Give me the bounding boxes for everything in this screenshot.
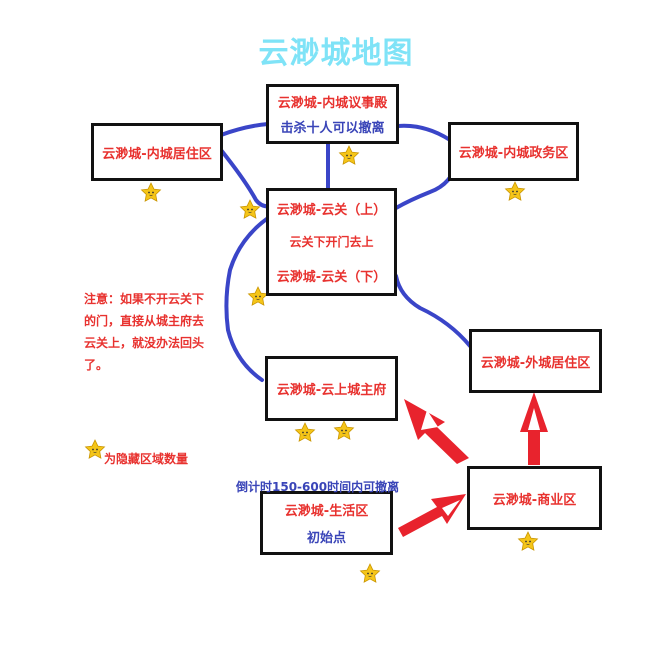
zone-inner-residential[interactable]: 云渺城-内城居住区 <box>91 123 223 181</box>
star-icon <box>339 145 359 165</box>
zone-cloud-mansion[interactable]: 云渺城-云上城主府 <box>265 356 398 421</box>
star-icon <box>505 181 525 201</box>
zone-cloud-pass-lower: 云渺城-云关（下） <box>276 270 387 286</box>
path-pass-to-mansion <box>224 216 270 382</box>
star-icon <box>518 531 538 551</box>
zone-cloud-pass[interactable]: 云渺城-云关（上） 云关下开门去上 云渺城-云关（下） <box>266 188 397 296</box>
zone-cloud-pass-middle: 云关下开门去上 <box>289 235 374 250</box>
countdown-note: 倒计时150-600时间内可撤离 <box>236 480 400 494</box>
star-icon <box>248 286 268 306</box>
zone-inner-residential-label: 云渺城-内城居住区 <box>102 146 212 162</box>
path-pass-to-outer <box>394 274 472 348</box>
zone-council-hall-note: 击杀十人可以撤离 <box>280 121 385 136</box>
path-hall-to-government <box>396 123 452 142</box>
star-icon <box>295 422 315 442</box>
zone-council-hall[interactable]: 云渺城-内城议事殿 击杀十人可以撤离 <box>266 84 399 144</box>
path-residential-to-hall <box>219 122 270 137</box>
zone-living[interactable]: 云渺城-生活区 初始点 <box>260 491 393 555</box>
star-icon <box>360 563 380 583</box>
arrow-living-to-commercial <box>398 494 466 537</box>
zone-living-label: 云渺城-生活区 <box>284 504 369 519</box>
zone-commercial[interactable]: 云渺城-商业区 <box>467 466 602 530</box>
zone-commercial-label: 云渺城-商业区 <box>492 492 577 508</box>
zone-inner-government[interactable]: 云渺城-内城政务区 <box>448 122 579 181</box>
zone-cloud-pass-upper: 云渺城-云关（上） <box>276 202 387 218</box>
map-title: 云渺城地图 <box>258 36 414 71</box>
zone-inner-government-label: 云渺城-内城政务区 <box>458 146 569 161</box>
zone-outer-residential[interactable]: 云渺城-外城居住区 <box>469 329 602 393</box>
arrow-commercial-to-mansion <box>404 399 469 464</box>
zone-outer-residential-label: 云渺城-外城居住区 <box>480 355 591 371</box>
zone-council-hall-label: 云渺城-内城议事殿 <box>277 96 388 111</box>
star-icon <box>141 182 161 202</box>
zone-cloud-mansion-label: 云渺城-云上城主府 <box>276 383 387 398</box>
path-residential-to-pass <box>219 148 274 209</box>
legend-label: 为隐藏区域数量 <box>104 452 189 466</box>
zone-living-note: 初始点 <box>306 531 346 546</box>
star-icon <box>334 420 354 440</box>
star-icon <box>85 439 105 459</box>
warning-note: 注意：如果不开云关下的门，直接从城主府去云关上，就没办法回头了。 <box>84 292 205 372</box>
